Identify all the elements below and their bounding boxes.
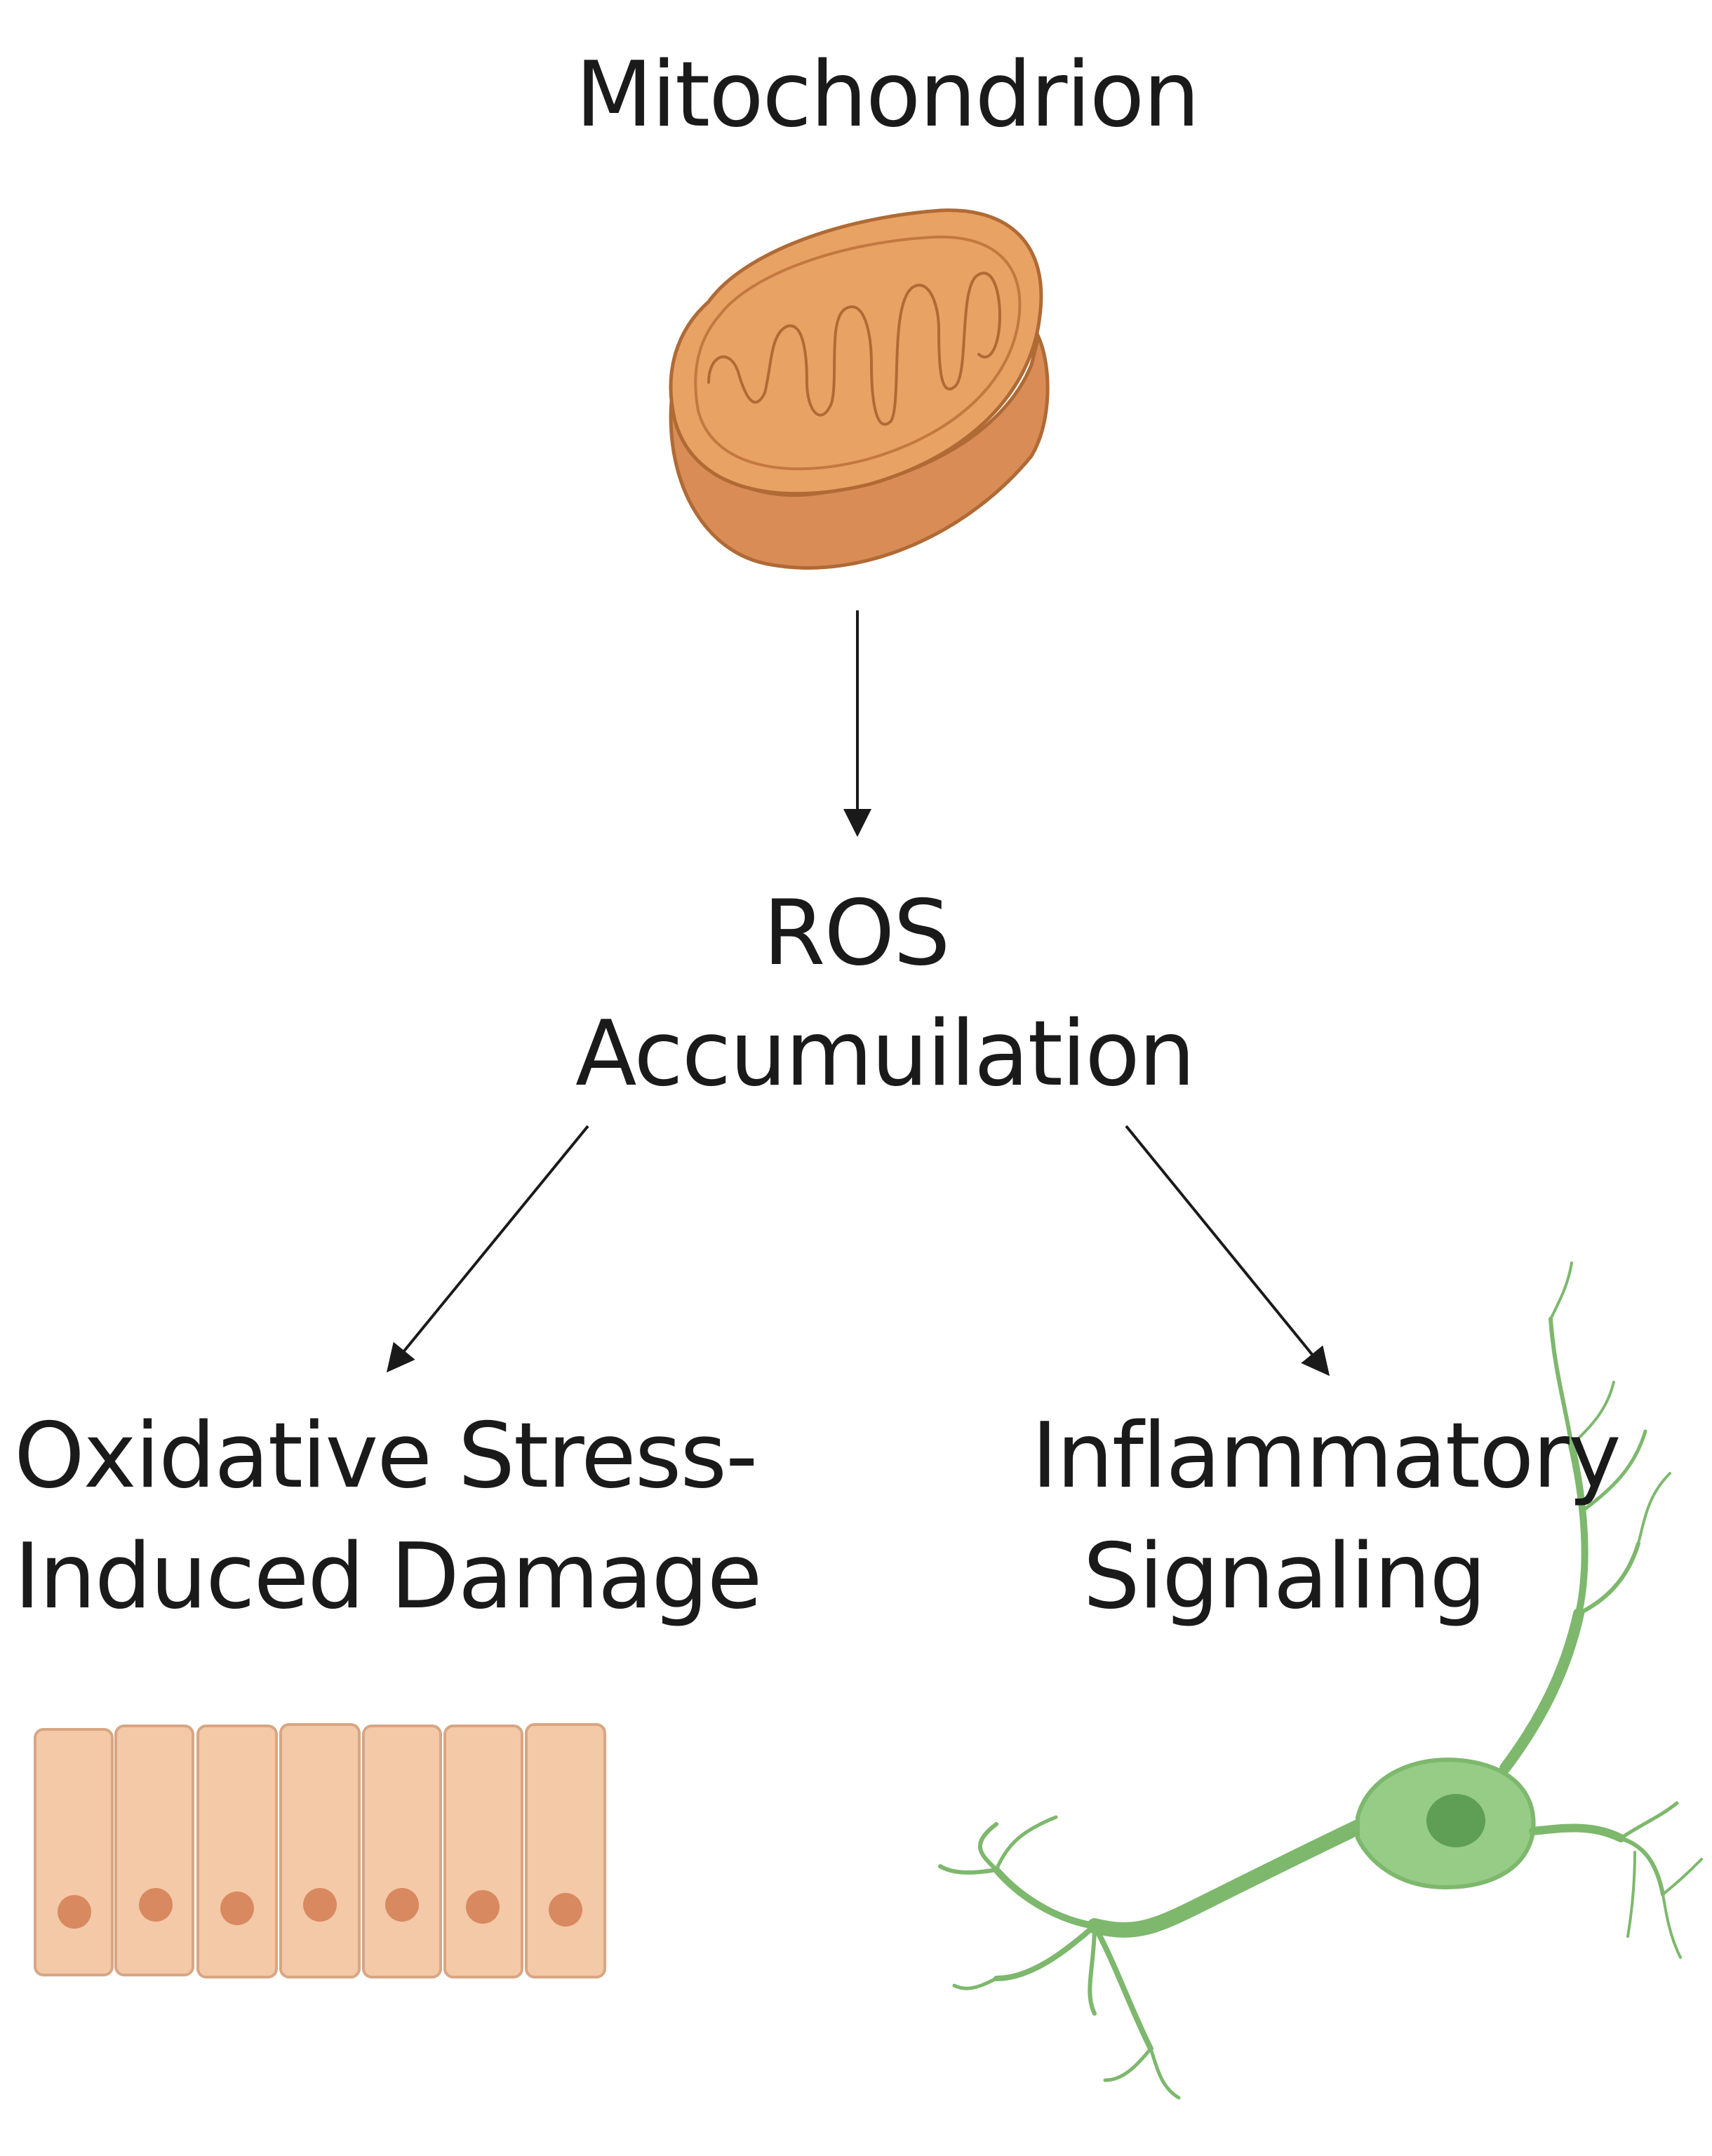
cell-nucleus: [549, 1893, 582, 1927]
cristae: [707, 272, 1002, 426]
ros-line1: ROS: [763, 881, 951, 986]
right-line2: Signaling: [1083, 1525, 1486, 1629]
cell: [279, 1723, 361, 1978]
title-text: Mitochondrion: [575, 43, 1200, 147]
arrow-left: [386, 1125, 589, 1373]
cell: [34, 1728, 114, 1976]
cell-nucleus: [139, 1888, 173, 1922]
ros-node-label: ROS Accumuilation: [575, 873, 1196, 1115]
cell: [362, 1725, 442, 1978]
epithelial-cells-icon: [34, 1723, 606, 1978]
right-line1: Inflammatory: [1031, 1404, 1621, 1508]
left-line1: Oxidative Stress-: [14, 1404, 758, 1508]
neuron-nucleus: [1426, 1794, 1485, 1847]
cell: [196, 1725, 278, 1978]
arrow-right: [1125, 1125, 1330, 1377]
inflammatory-signaling-label: Inflammatory Signaling: [1031, 1396, 1621, 1638]
cell: [114, 1725, 194, 1976]
diagram-title: Mitochondrion: [575, 35, 1200, 156]
cell-nucleus: [220, 1891, 254, 1925]
cell-nucleus: [58, 1895, 91, 1929]
oxidative-damage-label: Oxidative Stress- Induced Damage: [14, 1396, 762, 1638]
cell-nucleus: [466, 1890, 500, 1924]
mitochondrion-icon: [669, 208, 1050, 570]
cell-nucleus: [303, 1888, 337, 1922]
neuron-icon: [938, 1261, 1703, 2100]
cell: [443, 1725, 523, 1978]
cell: [525, 1723, 606, 1978]
ros-line2: Accumuilation: [575, 1002, 1196, 1106]
cell-nucleus: [385, 1888, 419, 1922]
left-line2: Induced Damage: [14, 1525, 762, 1629]
